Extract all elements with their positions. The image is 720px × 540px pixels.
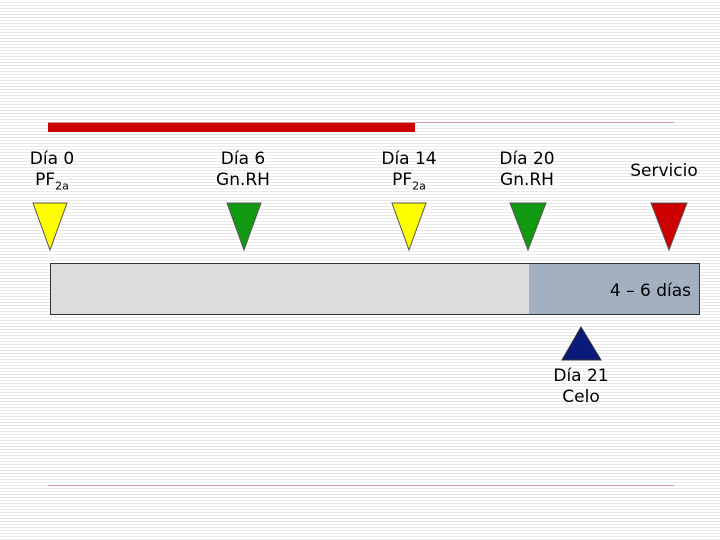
timeline-bar: 4 – 6 días [50,263,700,315]
label-servicio-title: Servicio [630,161,698,181]
timeline-segment-5: 4 – 6 días [580,264,699,314]
triangle-dia-0 [32,202,68,252]
label-dia-20-sub: Gn.RH [500,170,554,190]
label-dia-6: Día 6 Gn.RH [200,149,286,191]
triangle-dia-14 [391,202,427,252]
triangle-dia-6 [226,202,262,252]
triangle-dia-20 [509,202,547,252]
label-dia-20: Día 20 Gn.RH [484,149,570,191]
label-dia-14: Día 14 PF2a [366,149,452,196]
label-dia-14-title: Día 14 [381,149,437,169]
label-dia-14-sub: PF2a [392,170,426,193]
label-dia-0-sub: PF2a [35,170,69,193]
label-dia-6-sub: Gn.RH [216,170,270,190]
top-rule [48,122,674,123]
range-label: 4 – 6 días [609,281,691,301]
label-servicio: Servicio [614,161,714,182]
label-dia-20-title: Día 20 [499,149,555,169]
label-dia-21-title: Día 21 [553,366,609,386]
triangle-servicio [650,202,688,252]
label-dia-6-title: Día 6 [220,149,266,169]
label-dia-21: Día 21 Celo [536,366,626,408]
triangle-dia-21 [561,326,602,361]
label-dia-21-sub: Celo [562,387,600,407]
timeline-segment-1 [51,264,247,314]
bottom-rule [48,485,674,486]
progress-bar-red [48,123,415,132]
label-dia-0: Día 0 PF2a [10,149,94,196]
label-dia-0-title: Día 0 [29,149,75,169]
